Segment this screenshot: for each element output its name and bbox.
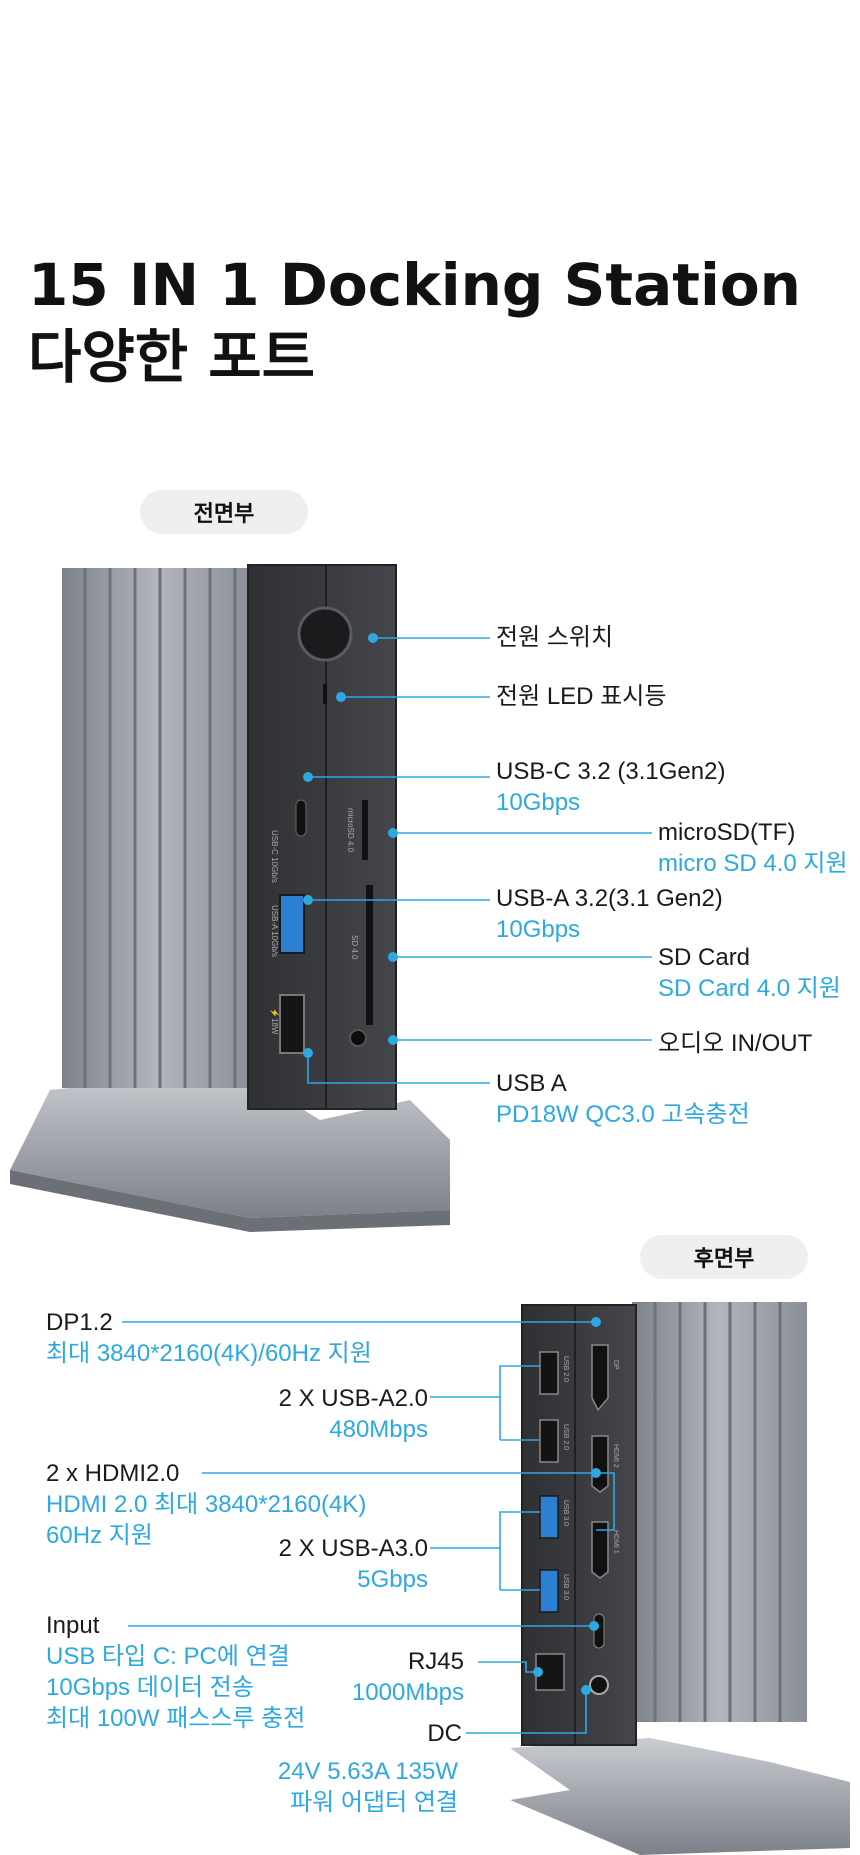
callout-key: RJ45 [407,1648,464,1675]
port-text-microsd: microSD 4.0 [346,808,355,853]
back-callout-dc: DC [427,1718,462,1749]
port-text-usb20b: USB 2.0 [562,1424,569,1450]
callout-key: USB A [496,1070,567,1097]
back-callout-usb30: 2 X USB-A3.0 5Gbps [279,1533,428,1595]
port-text-hdmi1: HDMI 1 [612,1530,619,1554]
back-callout-dp: DP1.2 최대 3840*2160(4K)/60Hz 지원 [46,1307,372,1369]
port-text-charge: ⚡18W [270,1008,280,1035]
port-text-usbc: USB-C 10Gb/s [270,830,279,883]
port-text-sd: SD 4.0 [350,935,359,960]
front-callout-power-switch: 전원 스위치 [496,622,613,653]
front-callout-microsd: microSD(TF) micro SD 4.0 지원 [658,817,848,879]
front-callout-lines [307,637,652,1084]
front-callout-usba-charge: USB A PD18W QC3.0 고속충전 [496,1068,750,1130]
callout-key: 2 X USB-A2.0 [278,1385,428,1412]
back-callout-power-adapter: 24V 5.63A 135W 파워 어댑터 연결 [278,1756,458,1818]
back-callout-dots [533,1317,601,1695]
port-text-usb30a: USB 3.0 [562,1500,569,1526]
front-callout-audio: 오디오 IN/OUT [658,1028,812,1059]
back-callout-input: Input USB 타입 C: PC에 연결 10Gbps 데이터 전송 최대 … [46,1610,305,1734]
callout-key: 전원 스위치 [496,624,614,651]
callout-key: Input [46,1612,100,1639]
callout-key: microSD(TF) [658,819,796,846]
port-text-usb20a: USB 2.0 [562,1356,569,1382]
callout-sub: 5Gbps [357,1566,428,1593]
front-callout-sd-card: SD Card SD Card 4.0 지원 [658,942,841,1004]
page-title: 15 IN 1 Docking Station [28,251,801,319]
front-callout-usba-10g: USB-A 3.2(3.1 Gen2) 10Gbps [496,883,723,945]
callout-key: DP1.2 [46,1309,113,1336]
back-callout-lines [122,1321,615,1734]
callout-sub: 24V 5.63A 135W [277,1758,458,1785]
callout-key: 전원 LED 표시등 [496,683,667,710]
callout-key: USB-A 3.2(3.1 Gen2) [496,885,723,912]
back-section-label: 후면부 [640,1235,808,1279]
callout-sub: 1000Mbps [351,1679,464,1706]
callout-sub: HDMI 2.0 최대 3840*2160(4K) [46,1491,367,1518]
callout-key: 2 x HDMI2.0 [46,1460,180,1487]
callout-sub2: 60Hz 지원 [46,1522,153,1549]
back-dock-device [510,1302,850,1855]
front-callout-dots [303,633,398,1058]
callout-sub: PD18W QC3.0 고속충전 [496,1101,750,1128]
front-dock-device [10,564,450,1232]
back-callout-usb20: 2 X USB-A2.0 480Mbps [279,1383,428,1445]
callout-sub: SD Card 4.0 지원 [658,975,841,1002]
callout-key: 오디오 IN/OUT [658,1030,813,1057]
callout-key: SD Card [658,944,751,971]
front-section-label: 전면부 [140,490,308,534]
callout-sub2: 10Gbps 데이터 전송 [46,1674,254,1701]
callout-sub: USB 타입 C: PC에 연결 [46,1643,290,1670]
port-text-dp: DP [612,1360,619,1370]
callout-key: DC [427,1720,462,1747]
front-callout-power-led: 전원 LED 표시등 [496,681,666,712]
back-callout-hdmi: 2 x HDMI2.0 HDMI 2.0 최대 3840*2160(4K) 60… [46,1458,366,1551]
callout-sub: 10Gbps [496,789,581,816]
port-text-usb30b: USB 3.0 [562,1574,569,1600]
callout-key: USB-C 3.2 (3.1Gen2) [496,758,726,785]
back-callout-rj45: RJ45 1000Mbps [352,1646,464,1708]
callout-sub: micro SD 4.0 지원 [658,850,848,877]
callout-sub3: 최대 100W 패스스루 충전 [46,1705,306,1732]
port-text-hdmi2: HDMI 2 [612,1444,619,1468]
front-callout-usbc: USB-C 3.2 (3.1Gen2) 10Gbps [496,756,725,818]
port-text-usba: USB-A 10Gb/s [270,905,279,957]
callout-sub: 10Gbps [496,916,581,943]
callout-key: 2 X USB-A3.0 [278,1535,428,1562]
page-subtitle: 다양한 포트 [28,323,315,391]
callout-sub: 480Mbps [329,1416,428,1443]
callout-sub2: 파워 어댑터 연결 [290,1789,458,1816]
callout-sub: 최대 3840*2160(4K)/60Hz 지원 [46,1340,372,1367]
